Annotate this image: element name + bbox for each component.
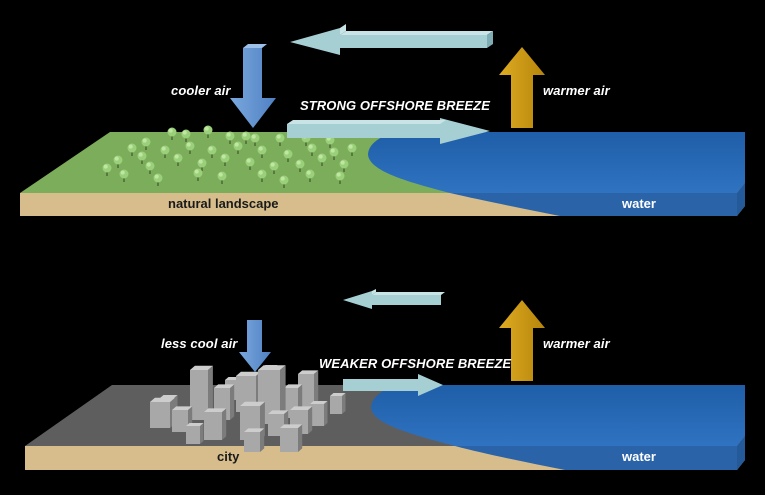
top-warmer-air-arrow <box>499 47 545 128</box>
tree-icon <box>283 149 293 162</box>
bottom-warmer-air-label: warmer air <box>543 336 610 351</box>
bottom-water-front <box>455 446 737 470</box>
top-cooler-air-arrow <box>230 44 276 128</box>
building-icon <box>280 424 303 452</box>
tree-icon <box>220 153 230 166</box>
top-panel <box>20 125 745 216</box>
tree-icon <box>207 145 217 158</box>
top-return-flow-arrow <box>290 24 493 55</box>
building-icon <box>150 397 175 428</box>
tree-icon <box>153 173 163 186</box>
tree-icon <box>119 169 129 182</box>
tree-icon <box>317 153 327 166</box>
building-icon <box>186 423 204 444</box>
tree-icon <box>347 143 357 156</box>
tree-icon <box>173 153 183 166</box>
top-water-surface <box>368 132 745 193</box>
building-icon <box>190 365 213 420</box>
bottom-return-flow-arrow <box>343 289 445 309</box>
crescent-moon-icon <box>647 28 671 62</box>
bottom-water-label: water <box>622 449 656 464</box>
building-icon <box>204 408 227 440</box>
tree-icon <box>339 159 349 172</box>
tree-icon <box>305 169 315 182</box>
top-warmer-air-label: warmer air <box>543 83 610 98</box>
bottom-panel <box>25 365 745 470</box>
top-breeze-label: STRONG OFFSHORE BREEZE <box>300 98 490 113</box>
top-water-front <box>450 193 737 216</box>
tree-icon <box>185 141 195 154</box>
tree-icon <box>269 161 279 174</box>
crescent-moon-icon <box>647 278 671 312</box>
building-icon <box>330 393 346 414</box>
building-icon <box>150 365 346 452</box>
tree-icon <box>141 137 151 150</box>
bottom-water-side <box>737 436 745 470</box>
top-water-side <box>737 183 745 216</box>
top-cooler-air-label: cooler air <box>171 83 231 98</box>
tree-icon <box>167 127 177 140</box>
tree-icon <box>233 141 243 154</box>
tree-icon <box>197 158 207 171</box>
tree-icon <box>257 145 267 158</box>
tree-icon <box>225 131 235 144</box>
tree-icon <box>329 147 339 160</box>
tree-icon <box>257 169 267 182</box>
tree-icon <box>113 155 123 168</box>
tree-icon <box>241 131 251 144</box>
top-water-label: water <box>622 196 656 211</box>
tree-icon <box>193 168 203 181</box>
tree-icon <box>203 125 213 138</box>
top-offshore-breeze-arrow <box>287 118 490 144</box>
bottom-land-label: city <box>217 449 240 464</box>
tree-icon <box>335 171 345 184</box>
bottom-less-cool-air-label: less cool air <box>161 336 238 351</box>
bottom-less-cool-air-arrow <box>239 320 271 372</box>
tree-icon <box>102 125 357 188</box>
tree-icon <box>137 151 147 164</box>
building-icon <box>310 401 328 426</box>
building-icon <box>244 428 265 452</box>
tree-icon <box>250 133 260 146</box>
tree-icon <box>275 133 285 146</box>
top-land-label: natural landscape <box>168 196 279 211</box>
tree-icon <box>127 143 137 156</box>
tree-icon <box>307 143 317 156</box>
tree-icon <box>160 145 170 158</box>
tree-icon <box>279 175 289 188</box>
bottom-water-surface <box>371 385 745 446</box>
bottom-offshore-breeze-arrow <box>343 374 443 396</box>
tree-icon <box>181 129 191 142</box>
bottom-breeze-label: WEAKER OFFSHORE BREEZE <box>319 356 512 371</box>
tree-icon <box>245 157 255 170</box>
tree-icon <box>217 171 227 184</box>
tree-icon <box>102 163 112 176</box>
bottom-warmer-air-arrow <box>499 300 545 381</box>
tree-icon <box>295 159 305 172</box>
tree-icon <box>145 161 155 174</box>
